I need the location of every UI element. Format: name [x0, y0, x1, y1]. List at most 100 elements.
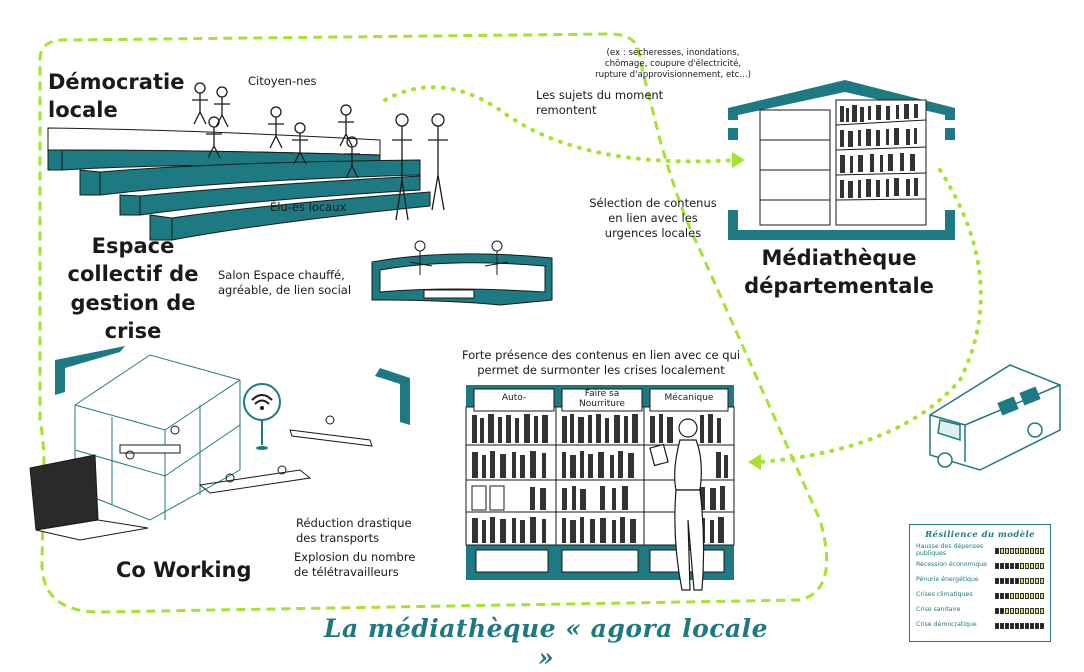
- resilience-row-label: Hausse des dépenses publiques: [916, 543, 984, 557]
- resilience-segment: [1020, 607, 1024, 614]
- label-salon: Salon Espace chauffé, agréable, de lien …: [218, 268, 352, 297]
- resilience-segment: [1040, 547, 1044, 554]
- label-selection: Sélection de contenus en lien avec les u…: [589, 196, 717, 240]
- resilience-bar: [995, 592, 1044, 599]
- resilience-row-label: Pénurie énergétique: [916, 576, 979, 584]
- laptop-icon: [29, 454, 149, 541]
- resilience-title: Résilience du modèle: [925, 530, 1035, 540]
- resilience-segment: [1010, 607, 1014, 614]
- shelf-header-nourriture: Faire sa Nourriture: [579, 389, 625, 409]
- resilience-segment: [1000, 592, 1004, 599]
- label-sujets: Les sujets du moment remontent: [536, 88, 664, 117]
- label-citoyens: Citoyen-nes: [248, 74, 317, 88]
- resilience-segment: [1035, 577, 1039, 584]
- resilience-segment: [1005, 622, 1009, 629]
- agora-outline: [38, 32, 829, 614]
- resilience-segment: [995, 577, 999, 584]
- library-icon: [728, 80, 955, 240]
- resilience-segment: [995, 592, 999, 599]
- resilience-segment: [1020, 547, 1024, 554]
- resilience-segment: [1005, 577, 1009, 584]
- citizens-figures: [192, 82, 448, 221]
- resilience-segment: [1005, 607, 1009, 614]
- resilience-segment: [1035, 562, 1039, 569]
- resilience-segment: [995, 607, 999, 614]
- reader-figure: [649, 418, 705, 591]
- resilience-segment: [1040, 577, 1044, 584]
- resilience-segment: [1025, 607, 1029, 614]
- arrow-to-shelves: [758, 168, 983, 464]
- resilience-segment: [1030, 547, 1034, 554]
- resilience-segment: [1040, 607, 1044, 614]
- page-title: La médiathèque « agora locale »: [323, 614, 769, 672]
- shelf-header-mecanique: Mécanique: [664, 393, 714, 403]
- resilience-segment: [1010, 577, 1014, 584]
- resilience-row: Crises climatiques: [916, 588, 1044, 603]
- section-espace: Espace collectif de gestion de crise: [67, 234, 199, 344]
- resilience-segment: [1005, 547, 1009, 554]
- resilience-segment: [1020, 577, 1024, 584]
- resilience-segment: [1030, 562, 1034, 569]
- resilience-segment: [1015, 607, 1019, 614]
- resilience-segment: [1015, 562, 1019, 569]
- label-reduction: Réduction drastique des transports: [296, 516, 412, 545]
- resilience-row-label: Crise démocratique: [916, 621, 977, 629]
- label-forte: Forte présence des contenus en lien avec…: [461, 348, 741, 377]
- resilience-segment: [1030, 607, 1034, 614]
- resilience-segment: [1035, 607, 1039, 614]
- arrow-to-mediatheque: [383, 85, 737, 164]
- resilience-segment: [1025, 577, 1029, 584]
- resilience-row: Hausse des dépenses publiques: [916, 543, 1044, 558]
- resilience-segment: [1025, 592, 1029, 599]
- resilience-segment: [1035, 622, 1039, 629]
- resilience-segment: [1010, 592, 1014, 599]
- coworking-icon: [55, 346, 410, 521]
- resilience-segment: [1010, 622, 1014, 629]
- arrow-head-right: [732, 152, 745, 168]
- resilience-bar: [995, 607, 1044, 614]
- shelf-header-auto: Auto-: [501, 393, 527, 403]
- resilience-row: Crise sanitaire: [916, 603, 1044, 618]
- wifi-icon: [243, 383, 281, 450]
- resilience-row-label: Crises climatiques: [916, 591, 973, 599]
- resilience-segment: [1020, 622, 1024, 629]
- resilience-segment: [1000, 607, 1004, 614]
- resilience-segment: [1025, 622, 1029, 629]
- label-elus: Élu-es locaux: [270, 200, 347, 214]
- resilience-segment: [1015, 547, 1019, 554]
- resilience-segment: [1015, 577, 1019, 584]
- arrow-head-left: [748, 454, 761, 470]
- resilience-segment: [1035, 592, 1039, 599]
- resilience-segment: [1030, 622, 1034, 629]
- resilience-segment: [995, 547, 999, 554]
- resilience-card: Résilience du modèle Hausse des dépenses…: [909, 524, 1051, 642]
- sofa-icon: [371, 240, 553, 306]
- resilience-segment: [995, 622, 999, 629]
- amphitheater-icon: [47, 127, 431, 241]
- resilience-segment: [1040, 592, 1044, 599]
- resilience-segment: [1000, 622, 1004, 629]
- resilience-bar: [995, 547, 1044, 554]
- label-exemples: (ex : sécheresses, inondations, chômage,…: [595, 48, 751, 81]
- resilience-row-label: Crise sanitaire: [916, 606, 961, 614]
- resilience-bar: [995, 562, 1044, 569]
- resilience-segment: [1005, 562, 1009, 569]
- resilience-bar: [995, 577, 1044, 584]
- resilience-segment: [1010, 562, 1014, 569]
- resilience-segment: [1015, 622, 1019, 629]
- resilience-segment: [1025, 562, 1029, 569]
- resilience-segment: [1015, 592, 1019, 599]
- resilience-segment: [1005, 592, 1009, 599]
- section-coworking: Co Working: [116, 558, 252, 582]
- resilience-segment: [1000, 562, 1004, 569]
- resilience-segment: [995, 562, 999, 569]
- resilience-segment: [1000, 547, 1004, 554]
- resilience-row: Crise démocratique: [916, 618, 1044, 633]
- resilience-segment: [1030, 577, 1034, 584]
- resilience-segment: [1020, 592, 1024, 599]
- van-icon: [929, 364, 1061, 471]
- resilience-row: Pénurie énergétique: [916, 573, 1044, 588]
- section-mediatheque: Médiathèque départementale: [744, 246, 934, 299]
